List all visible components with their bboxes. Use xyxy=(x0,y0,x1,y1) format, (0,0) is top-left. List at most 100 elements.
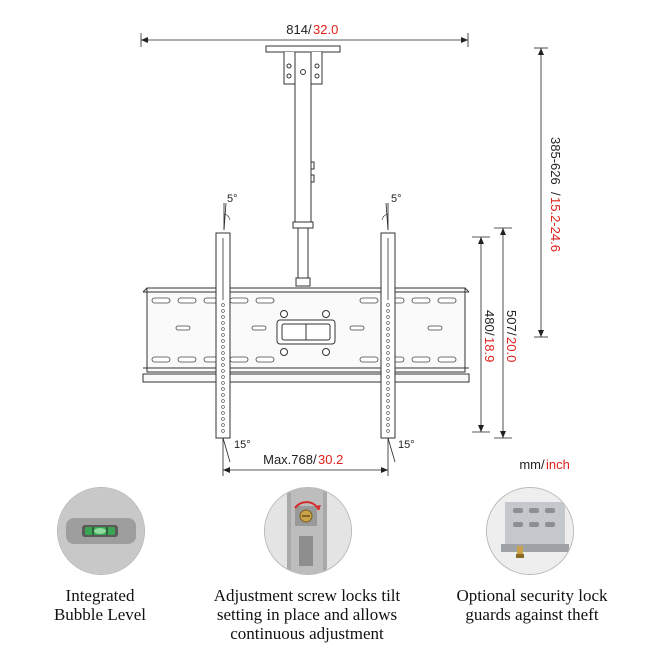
plate-slot xyxy=(359,297,379,304)
arm-holes xyxy=(221,303,390,433)
arm-hole xyxy=(386,417,390,421)
arm-hole xyxy=(221,393,225,397)
arm-hole xyxy=(386,411,390,415)
dim-507-slash: / xyxy=(504,332,519,336)
arm-hole xyxy=(386,375,390,379)
bubble-level-thumbnail xyxy=(57,487,145,575)
arm-hole xyxy=(221,417,225,421)
center-bracket xyxy=(276,310,336,356)
plate-slot xyxy=(229,297,249,304)
max-width-slash: / xyxy=(313,452,317,467)
max-width-mm: Max.768 xyxy=(263,452,313,467)
tilt-top-left: 5° xyxy=(223,193,238,231)
arm-hole xyxy=(221,303,225,307)
bubble-level-caption: Integrated Bubble Level xyxy=(53,586,147,624)
plate-slot xyxy=(437,297,457,304)
arm-hole xyxy=(386,423,390,427)
arm-hole xyxy=(386,369,390,373)
unit-inch: inch xyxy=(546,457,570,472)
arm-hole xyxy=(386,345,390,349)
arm-hole xyxy=(221,381,225,385)
arm-hole xyxy=(221,333,225,337)
height-range-slash: / xyxy=(548,192,563,196)
plate-slot xyxy=(359,356,379,363)
plate-slot xyxy=(427,325,443,331)
arm-hole xyxy=(221,423,225,427)
plate-slot xyxy=(255,297,275,304)
unit-mm: mm xyxy=(519,457,541,472)
dim-507-mm: 507 xyxy=(504,310,519,332)
arm-hole xyxy=(221,387,225,391)
tilt-bottom-left-label: 15° xyxy=(234,439,251,451)
ceiling-plate xyxy=(265,45,341,85)
adjustment-screw-thumbnail xyxy=(264,487,352,575)
arm-hole xyxy=(221,327,225,331)
arm-hole xyxy=(221,345,225,349)
arm-hole xyxy=(221,309,225,313)
unit-legend: mm / inch xyxy=(519,457,570,472)
unit-slash: / xyxy=(541,457,545,472)
plate-slot xyxy=(151,297,171,304)
plate-slot xyxy=(437,356,457,363)
dim-480-inch: 18.9 xyxy=(482,337,497,362)
tilt-top-right: 5° xyxy=(381,193,402,231)
dimension-507: 507 / 20.0 xyxy=(494,227,519,439)
tilt-bottom-left: 15° xyxy=(222,437,251,463)
arm-hole xyxy=(221,363,225,367)
top-width-inch: 32.0 xyxy=(313,22,338,37)
arm-hole xyxy=(221,351,225,355)
top-width-slash: / xyxy=(308,22,312,37)
max-width-inch: 30.2 xyxy=(318,452,343,467)
top-width-mm: 814 xyxy=(286,22,308,37)
plate-slot xyxy=(255,356,275,363)
arm-hole xyxy=(386,315,390,319)
tilt-top-right-label: 5° xyxy=(391,193,402,205)
arm-hole xyxy=(221,405,225,409)
adjustment-screw-icon xyxy=(265,488,351,574)
arm-hole xyxy=(386,309,390,313)
arm-hole xyxy=(386,405,390,409)
arm-hole xyxy=(221,357,225,361)
arm-hole xyxy=(386,357,390,361)
plate-slot xyxy=(349,325,365,331)
arm-hole xyxy=(386,339,390,343)
tilt-bottom-right-label: 15° xyxy=(398,439,415,451)
dimension-480: 480 / 18.9 xyxy=(472,236,497,433)
arm-hole xyxy=(386,327,390,331)
arm-hole xyxy=(221,321,225,325)
arm-hole xyxy=(386,387,390,391)
plate-slot xyxy=(411,356,431,363)
plate-slot xyxy=(177,356,197,363)
arm-hole xyxy=(386,363,390,367)
height-range-dimension: 385-626 / 15.2-24.6 xyxy=(534,47,563,338)
arm-hole xyxy=(221,339,225,343)
arm-hole xyxy=(386,399,390,403)
dim-480-slash: / xyxy=(482,332,497,336)
security-lock-icon xyxy=(487,488,573,574)
height-range-inch: 15.2-24.6 xyxy=(548,197,563,252)
arm-hole xyxy=(221,411,225,415)
plate-slot xyxy=(229,356,249,363)
bubble-level-icon xyxy=(58,488,144,574)
security-lock-caption: Optional security lock guards against th… xyxy=(456,586,608,624)
tilt-top-left-label: 5° xyxy=(227,193,238,205)
arm-hole xyxy=(386,351,390,355)
arm-hole xyxy=(386,303,390,307)
arm-hole xyxy=(221,429,225,433)
plate-slot xyxy=(411,297,431,304)
adjustment-screw-caption: Adjustment screw locks tilt setting in p… xyxy=(213,586,401,643)
arm-hole xyxy=(386,321,390,325)
plate-slot xyxy=(151,356,171,363)
tilt-bottom-right: 15° xyxy=(387,437,415,463)
plate-slot xyxy=(175,325,191,331)
arm-hole xyxy=(221,399,225,403)
dim-480-mm: 480 xyxy=(482,310,497,332)
dim-507-inch: 20.0 xyxy=(504,337,519,362)
plate-slot xyxy=(251,325,267,331)
arm-hole xyxy=(221,315,225,319)
arm-hole xyxy=(386,429,390,433)
arm-hole xyxy=(221,369,225,373)
top-width-dimension: 814 / 32.0 xyxy=(140,22,469,47)
arm-hole xyxy=(386,393,390,397)
